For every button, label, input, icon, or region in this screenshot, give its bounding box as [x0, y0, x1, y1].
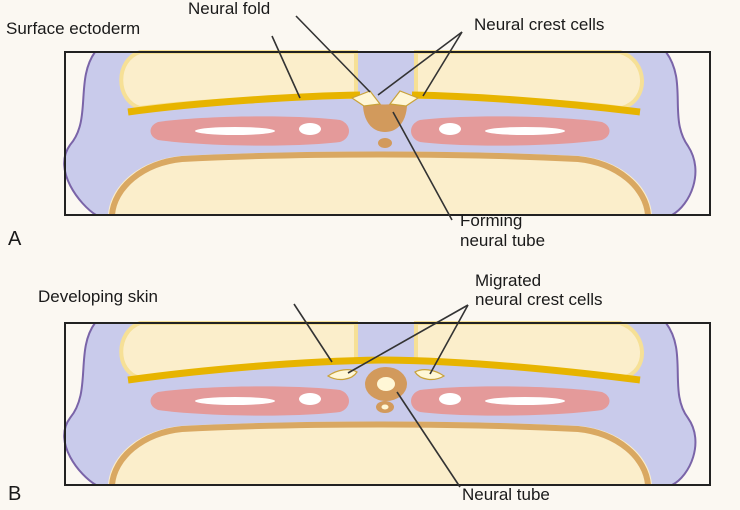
- panel-a-label-neural-fold: Neural fold: [188, 0, 270, 18]
- panel-a-neural-crest-left: [350, 90, 382, 107]
- panel-a-label-neural-crest-cells: Neural crest cells: [474, 15, 604, 34]
- panel-a-frame: [64, 51, 711, 216]
- panel-b: Developing skin Migrated neural crest ce…: [8, 271, 711, 505]
- panel-a-surface-ectoderm: [127, 91, 641, 116]
- panel-a-endoderm: [109, 151, 651, 216]
- panel-a-yolk-lower: [108, 151, 652, 215]
- panel-b-label-developing-skin: Developing skin: [38, 287, 158, 306]
- panel-b-leader-developing-skin: [293, 303, 333, 363]
- panel-a-leader-neural-fold: [295, 15, 371, 93]
- panel-a-label-surface-ectoderm: Surface ectoderm: [6, 19, 140, 38]
- panel-b-label-migrated: Migrated: [475, 271, 541, 290]
- panel-a-somite-right-core: [485, 127, 565, 135]
- panel-b-yolk-lower: [108, 421, 652, 485]
- panel-b-letter: B: [8, 483, 21, 505]
- panel-a-notochord: [378, 138, 392, 148]
- panel-a-somite-left-cavity: [299, 123, 321, 135]
- panel-a-neural-tube: [362, 100, 408, 132]
- panel-a: Neural fold Surface ectoderm Neural cres…: [6, 0, 711, 250]
- panel-b-label-neural-tube: Neural tube: [462, 485, 550, 504]
- panel-a-leader-crest-right: [422, 31, 463, 97]
- panel-b-section: [63, 321, 697, 486]
- panel-b-leader-neural-tube: [396, 391, 461, 488]
- panel-b-leader-crest-left: [347, 304, 469, 374]
- panel-a-letter: A: [8, 228, 22, 250]
- panel-b-notochord-core: [381, 404, 389, 410]
- panel-b-somite-left-cavity: [299, 393, 321, 405]
- panel-b-label-neural-crest-cells: neural crest cells: [475, 290, 603, 309]
- panel-a-neural-crest-right: [388, 90, 420, 107]
- panel-b-crest-right: [414, 369, 446, 381]
- panel-b-somite-left-core: [195, 397, 275, 405]
- panel-a-somite-right-cavity: [439, 123, 461, 135]
- panel-b-endoderm: [109, 421, 651, 486]
- panel-a-section: [63, 50, 697, 216]
- panel-b-frame: [64, 322, 711, 486]
- panel-a-label-forming: Forming: [460, 211, 522, 230]
- panel-a-leader-forming-tube: [392, 111, 453, 221]
- panel-b-somite-right-cavity: [439, 393, 461, 405]
- panel-a-somite-left-core: [195, 127, 275, 135]
- panel-b-leader-crest-right: [429, 304, 469, 375]
- panel-b-neural-tube-lumen: [377, 377, 395, 391]
- panel-a-leader-crest-left: [377, 31, 463, 96]
- panel-b-developing-skin: [127, 356, 641, 384]
- panel-a-leader-surface-ectoderm: [271, 35, 301, 99]
- panel-b-somite-right-core: [485, 397, 565, 405]
- panel-a-label-neural-tube: neural tube: [460, 231, 545, 250]
